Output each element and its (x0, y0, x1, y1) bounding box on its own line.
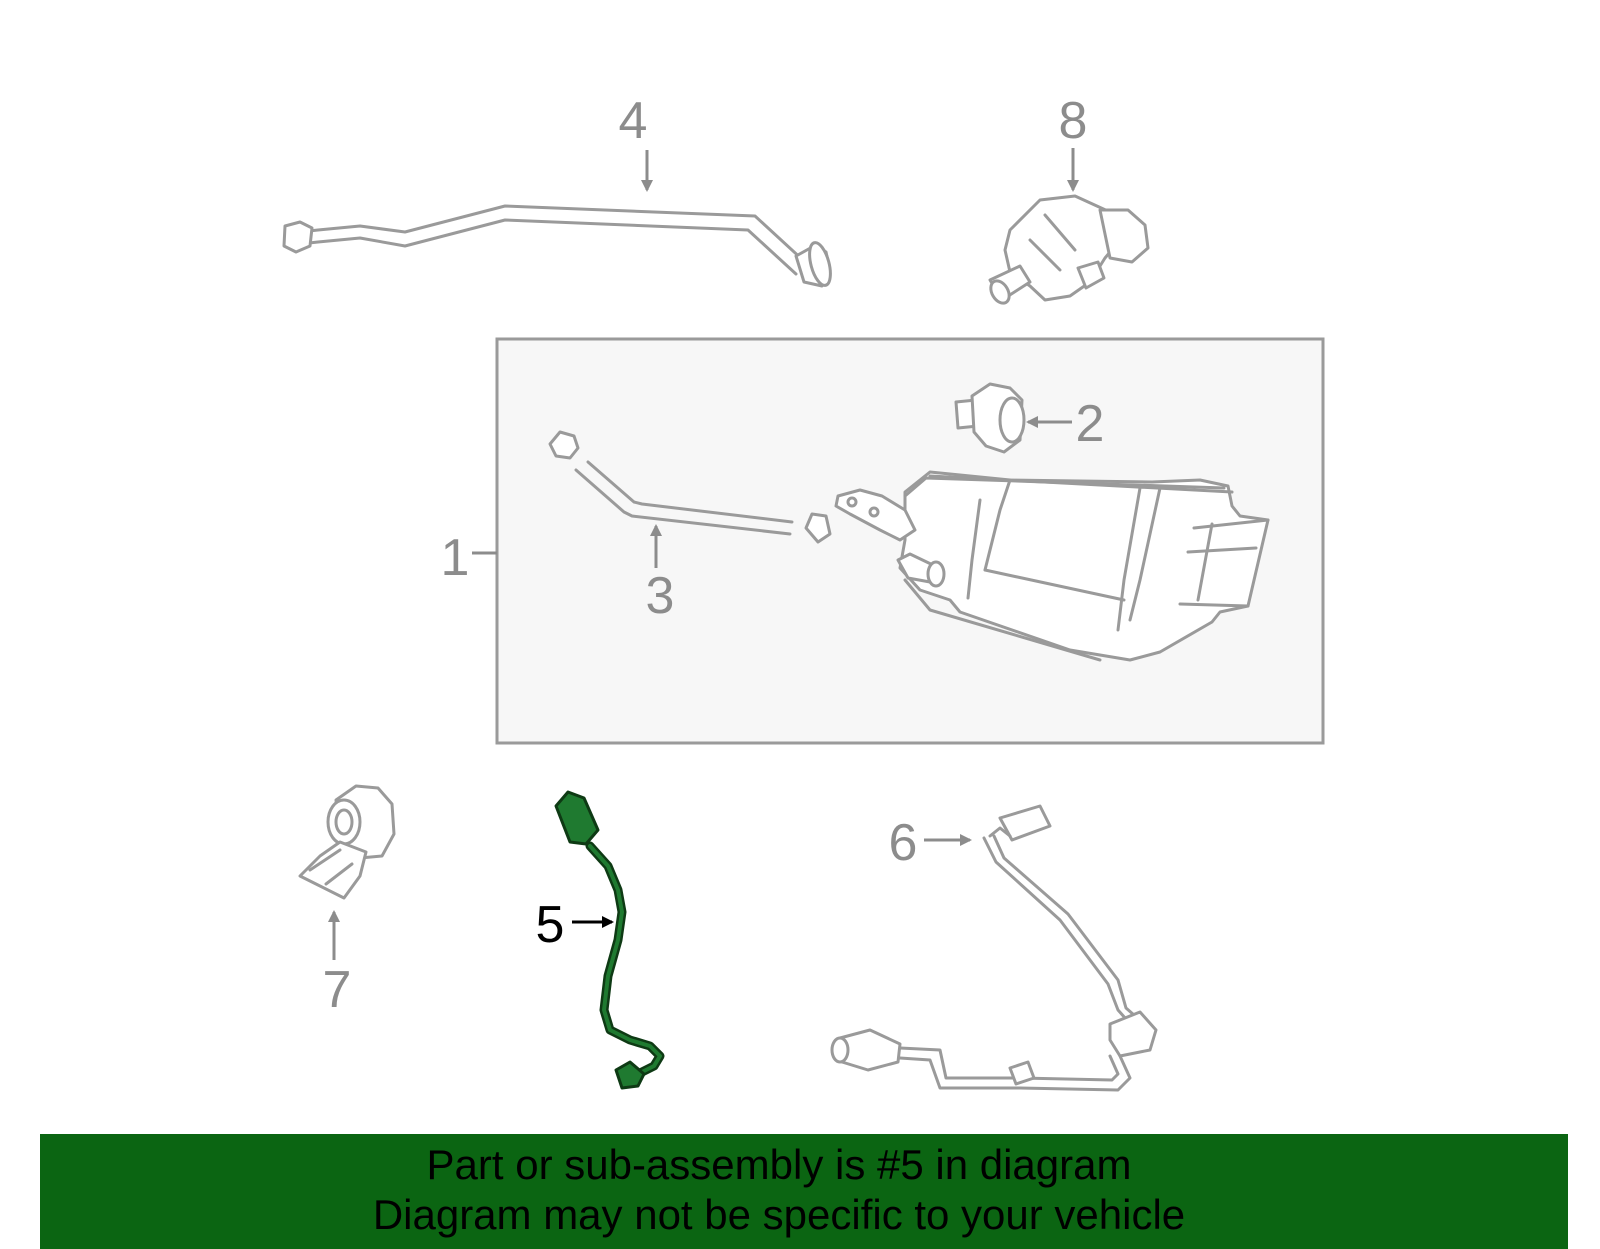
callout-7: 7 (323, 910, 352, 1019)
callout-6: 6 (889, 814, 972, 872)
svg-text:7: 7 (323, 961, 352, 1019)
banner-line-1: Part or sub-assembly is #5 in diagram (426, 1141, 1132, 1188)
part-4-vapor-tube[interactable] (282, 204, 834, 288)
callout-2: 2 (1026, 395, 1105, 453)
svg-text:5: 5 (536, 896, 565, 954)
notice-banner: Part or sub-assembly is #5 in diagram Di… (40, 1134, 1568, 1249)
part-7-knock-sensor[interactable] (298, 784, 396, 900)
callout-8: 8 (1059, 92, 1088, 192)
part-8-purge-valve[interactable] (987, 194, 1150, 306)
charcoal-canister (834, 470, 1270, 662)
svg-text:6: 6 (889, 814, 918, 872)
part-3-hose[interactable] (548, 430, 832, 544)
part-6-oxygen-sensor[interactable] (830, 804, 1158, 1092)
callout-3: 3 (646, 524, 675, 625)
svg-text:1: 1 (441, 529, 470, 587)
svg-text:2: 2 (1076, 395, 1105, 453)
svg-text:3: 3 (646, 567, 675, 625)
banner-line-2: Diagram may not be specific to your vehi… (372, 1191, 1186, 1238)
banner-background (40, 1134, 1568, 1249)
callout-5: 5 (536, 896, 614, 954)
callout-4: 4 (619, 92, 653, 192)
callout-1: 1 (441, 529, 497, 587)
svg-text:4: 4 (619, 92, 648, 150)
part-5-oxygen-sensor[interactable] (554, 790, 665, 1090)
svg-text:8: 8 (1059, 92, 1088, 150)
part-2-fitting[interactable] (954, 382, 1026, 454)
